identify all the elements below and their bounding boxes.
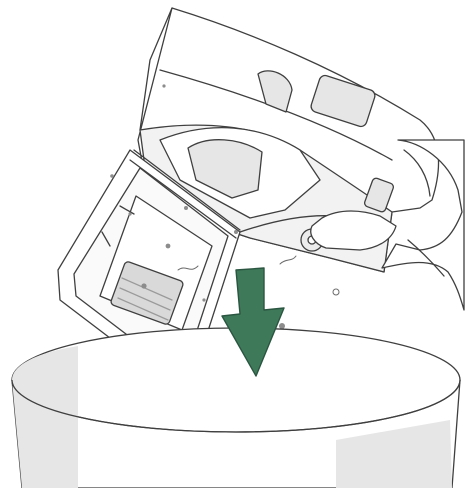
debris-particle	[279, 323, 285, 329]
debris-particle	[166, 244, 171, 249]
debris-particle	[202, 298, 205, 301]
debris-particle	[234, 230, 238, 234]
debris-hair	[280, 256, 296, 264]
trash-bin-rim	[12, 328, 460, 432]
debris-particle	[184, 206, 188, 210]
trash-bin	[12, 328, 460, 488]
debris-particle	[141, 283, 146, 288]
debris-particle	[162, 84, 165, 87]
debris-particle	[128, 212, 131, 215]
debris-particle	[110, 174, 114, 178]
debris-ring	[333, 289, 339, 295]
